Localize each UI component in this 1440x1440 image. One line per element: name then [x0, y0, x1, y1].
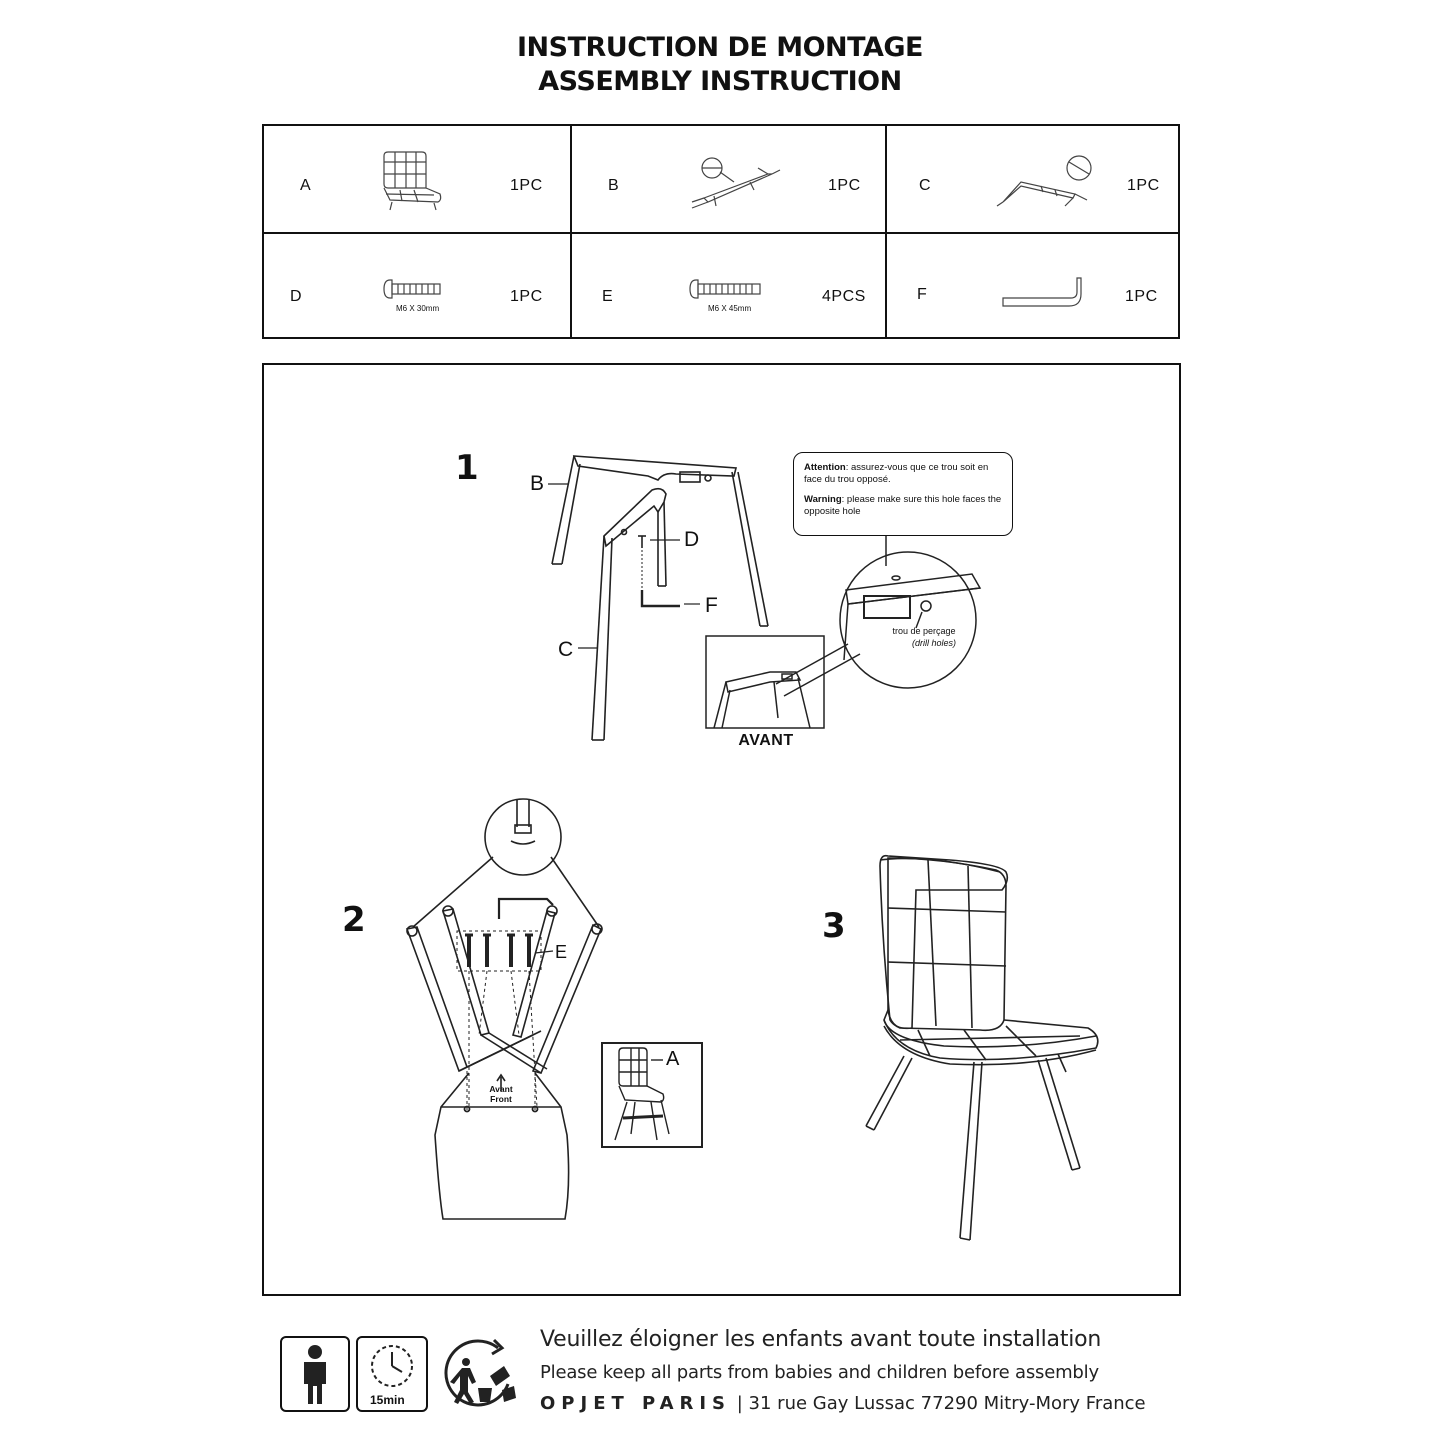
- inset-label-a: A: [666, 1048, 680, 1070]
- label-part-b: B: [530, 472, 545, 495]
- part-cell-d: D M6 X 30mm 1PC: [264, 234, 570, 339]
- clock-icon: 15min: [356, 1336, 428, 1412]
- one-person-icon: [280, 1336, 350, 1412]
- warning-label: Warning: [804, 494, 842, 505]
- part-cell-a: A 1PC: [264, 126, 570, 232]
- drill-hole-magnifier: [705, 536, 982, 729]
- warning-text: : please make sure this hole faces the o…: [804, 494, 1002, 517]
- step-3-number: 3: [822, 906, 846, 946]
- title-french: INSTRUCTION DE MONTAGE: [517, 32, 923, 63]
- step-2-inset-chair: [601, 1042, 703, 1148]
- assembly-time: 15min: [370, 1393, 405, 1407]
- label-part-f: F: [705, 594, 718, 617]
- step-3-finished-chair: [865, 854, 1099, 1241]
- step-2-seat-assembly-diagram: [405, 798, 603, 1220]
- child-safety-warning-en: Please keep all parts from babies and ch…: [540, 1362, 1099, 1383]
- bolt-size: M6 X 45mm: [708, 304, 752, 313]
- step-1-number: 1: [455, 448, 479, 488]
- part-letter: B: [608, 177, 619, 194]
- label-part-e: E: [555, 942, 568, 962]
- bolt-icon: [689, 279, 761, 299]
- drill-hole-label-en: (drill holes): [911, 638, 956, 648]
- part-quantity: 1PC: [1125, 288, 1158, 305]
- title-english: ASSEMBLY INSTRUCTION: [538, 66, 902, 97]
- part-quantity: 1PC: [510, 288, 543, 305]
- label-part-d: D: [684, 528, 700, 551]
- attention-note: Attention: assurez-vous que ce trou soit…: [793, 452, 1013, 536]
- part-letter: C: [919, 177, 931, 194]
- part-letter: E: [602, 288, 613, 305]
- front-label-fr: Avant: [489, 1084, 513, 1094]
- bolt-size: M6 X 30mm: [396, 304, 440, 313]
- part-quantity: 4PCS: [822, 288, 866, 305]
- company-address-line: OPJET PARIS | 31 rue Gay Lussac 77290 Mi…: [540, 1393, 1146, 1414]
- part-cell-b: B 1PC: [572, 126, 885, 232]
- attention-label: Attention: [804, 462, 846, 473]
- attention-text: : assurez-vous que ce trou soit en face …: [804, 462, 989, 485]
- chair-seat-icon: [383, 151, 442, 211]
- step-1-leg-frames-diagram: [548, 455, 769, 741]
- parts-table: A 1PC B 1PC: [262, 124, 1180, 339]
- part-cell-f: F 1PC: [887, 234, 1180, 339]
- front-label-en: Front: [490, 1094, 512, 1104]
- allen-key-icon: [1002, 277, 1082, 307]
- part-quantity: 1PC: [1127, 177, 1160, 194]
- child-safety-warning-fr: Veuillez éloigner les enfants avant tout…: [540, 1327, 1102, 1352]
- part-quantity: 1PC: [828, 177, 861, 194]
- avant-label: AVANT: [738, 732, 794, 749]
- table-divider: [885, 126, 887, 337]
- company-address: | 31 rue Gay Lussac 77290 Mitry-Mory Fra…: [736, 1393, 1146, 1414]
- table-divider: [570, 126, 572, 337]
- table-divider: [264, 232, 1178, 234]
- part-quantity: 1PC: [510, 177, 543, 194]
- part-cell-c: C 1PC: [887, 126, 1180, 232]
- assembly-steps-panel: [262, 363, 1181, 1296]
- drill-hole-label-fr: trou de perçage: [892, 626, 956, 636]
- part-letter: F: [917, 286, 927, 303]
- bolt-icon: [383, 279, 441, 299]
- part-letter: D: [290, 288, 302, 305]
- front-leg-frame-icon: [691, 157, 781, 209]
- step-2-number: 2: [342, 900, 366, 940]
- part-cell-e: E M6 X 45mm 4PCS: [572, 234, 885, 339]
- part-letter: A: [300, 177, 311, 194]
- back-leg-frame-icon: [996, 155, 1092, 207]
- brand-name: OPJET PARIS: [540, 1393, 732, 1414]
- label-part-c: C: [558, 638, 574, 661]
- recycle-icon: [444, 1338, 516, 1407]
